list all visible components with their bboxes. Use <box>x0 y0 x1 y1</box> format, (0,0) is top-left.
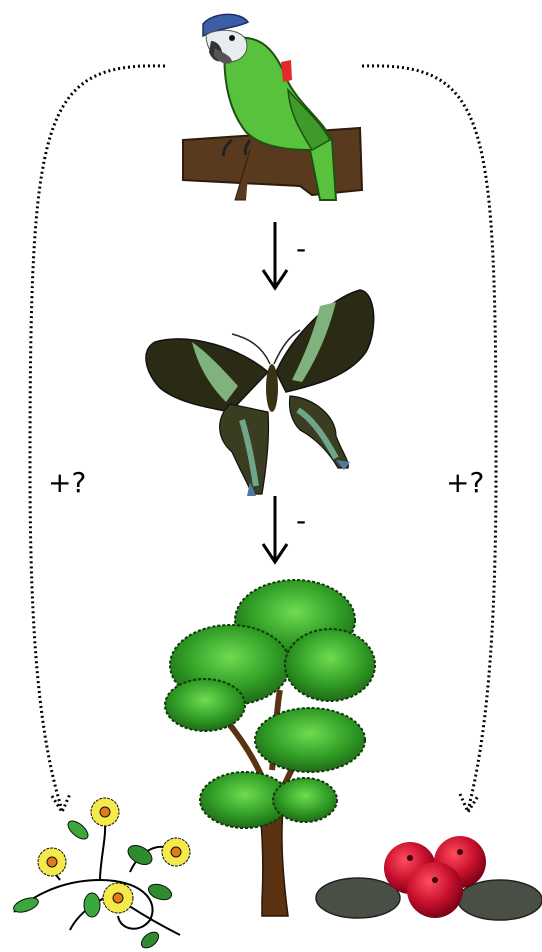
berries-icon <box>316 836 542 920</box>
tree-icon <box>165 580 375 916</box>
flower-vine-icon <box>12 798 190 951</box>
edge-label-parrot-flowers: +? <box>48 466 86 499</box>
edge-butterfly-to-tree <box>263 496 287 562</box>
parrot-icon <box>183 14 362 200</box>
edge-label-parrot-butterfly: - <box>296 232 306 265</box>
edge-label-butterfly-tree: - <box>296 504 306 537</box>
butterfly-icon <box>146 290 374 496</box>
edge-parrot-to-flowers <box>30 66 165 812</box>
edge-parrot-to-butterfly <box>263 222 287 288</box>
edge-label-parrot-berries: +? <box>446 466 484 499</box>
edge-parrot-to-berries <box>362 66 496 812</box>
